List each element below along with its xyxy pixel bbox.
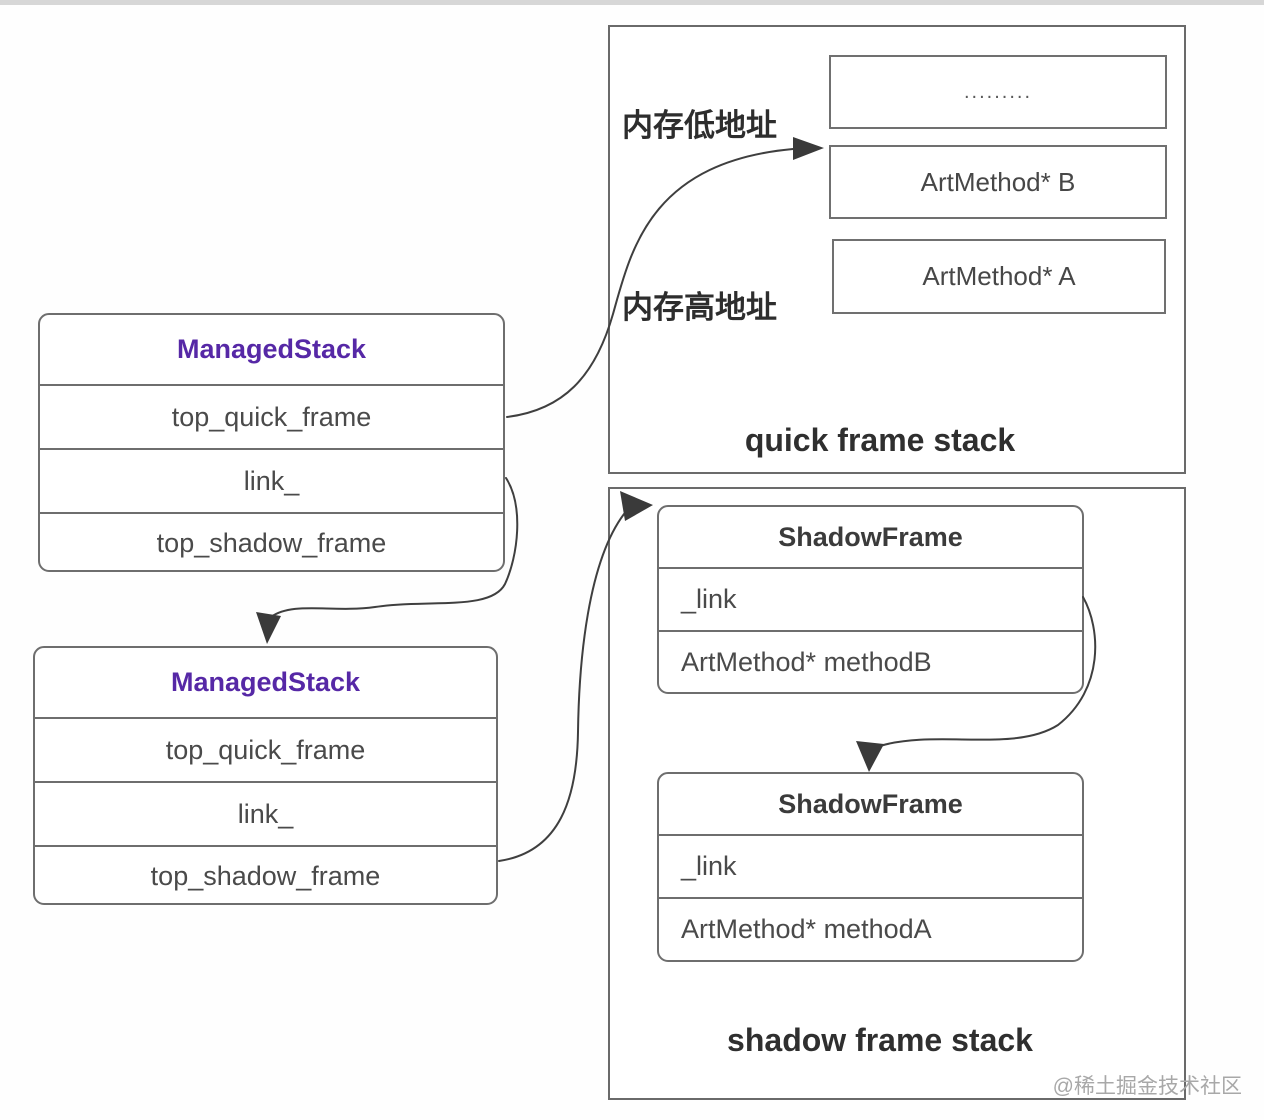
watermark-text: @稀土掘金技术社区 xyxy=(1052,1075,1242,1098)
quick-frame-stack-container: 内存低地址 ......... ArtMethod* B ArtMethod* … xyxy=(608,25,1186,474)
shadow-frame-stack-container: ShadowFrame _link ArtMethod* methodB Sha… xyxy=(608,487,1186,1100)
managed-stack-row-top-quick-frame: top_quick_frame xyxy=(35,717,496,781)
shadow-frame-row-link: _link xyxy=(659,834,1082,897)
memory-high-address-label: 内存高地址 xyxy=(622,290,777,325)
managed-stack-row-top-quick-frame: top_quick_frame xyxy=(40,384,503,448)
managed-stack-title: ManagedStack xyxy=(176,334,367,364)
managed-stack-row-top-shadow-frame: top_shadow_frame xyxy=(40,512,503,570)
arrow-line-topshadowframe-to-shadowframe1 xyxy=(498,513,625,862)
shadow-frame-row-link: _link xyxy=(659,567,1082,630)
quick-frame-cell-artmethod-b: ArtMethod* B xyxy=(829,145,1167,219)
shadow-frame-stack-label: shadow frame stack xyxy=(727,1022,1033,1058)
shadow-frame-row-artmethod: ArtMethod* methodB xyxy=(659,630,1082,692)
managed-stack-box-1: ManagedStack top_quick_frame link_ top_s… xyxy=(38,313,505,572)
shadow-frame-row-artmethod: ArtMethod* methodA xyxy=(659,897,1082,960)
managed-stack-row-top-shadow-frame: top_shadow_frame xyxy=(35,845,496,903)
top-border-strip xyxy=(0,0,1264,5)
managed-stack-box-2: ManagedStack top_quick_frame link_ top_s… xyxy=(33,646,498,905)
quick-frame-cell-dots: ......... xyxy=(829,55,1167,129)
managed-stack-title: ManagedStack xyxy=(170,667,361,697)
shadow-frame-title: ShadowFrame xyxy=(778,789,963,819)
memory-low-address-label: 内存低地址 xyxy=(622,108,777,143)
quick-frame-cell-artmethod-a: ArtMethod* A xyxy=(832,239,1166,314)
shadow-frame-box-methodA: ShadowFrame _link ArtMethod* methodA xyxy=(657,772,1084,962)
quick-frame-stack-label: quick frame stack xyxy=(744,422,1016,458)
shadow-frame-box-methodB: ShadowFrame _link ArtMethod* methodB xyxy=(657,505,1084,694)
arrowhead-to-managedstack2 xyxy=(256,612,281,644)
managed-stack-row-link: link_ xyxy=(40,448,503,512)
shadow-frame-title: ShadowFrame xyxy=(778,522,963,552)
managed-stack-row-link: link_ xyxy=(35,781,496,845)
